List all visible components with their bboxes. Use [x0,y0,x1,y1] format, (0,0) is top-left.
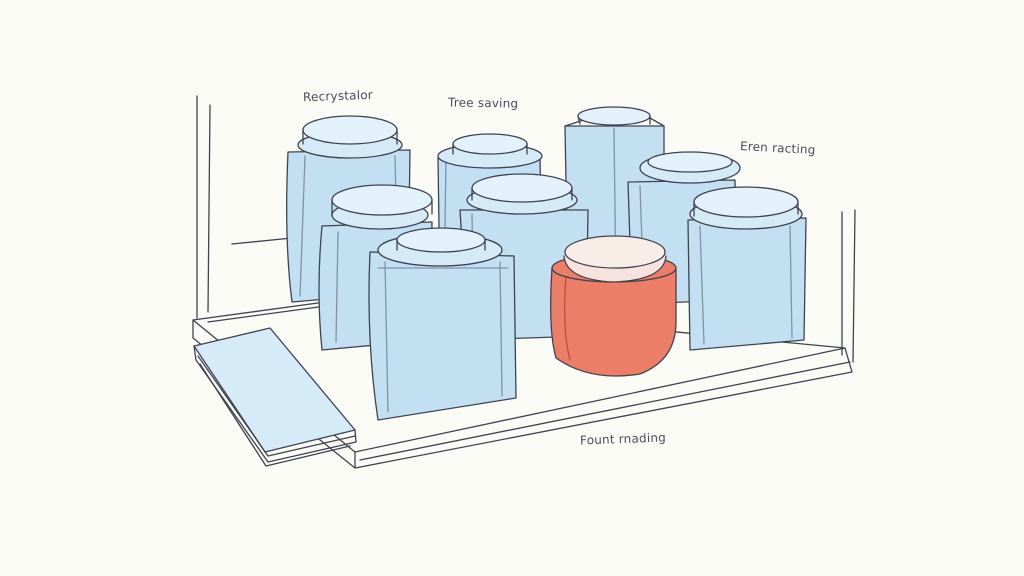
jar-middle-right [687,186,807,351]
cabinet-frame [196,95,856,363]
annotation-tree-saving: Tree saving [447,95,519,111]
annotation-fount-rnading: Fount rnading [579,430,667,448]
jar-red [550,235,677,377]
folded-cloth [193,327,357,467]
jar-front-left [368,227,517,421]
annotation-recrystalor: Recrystalor [302,87,374,105]
